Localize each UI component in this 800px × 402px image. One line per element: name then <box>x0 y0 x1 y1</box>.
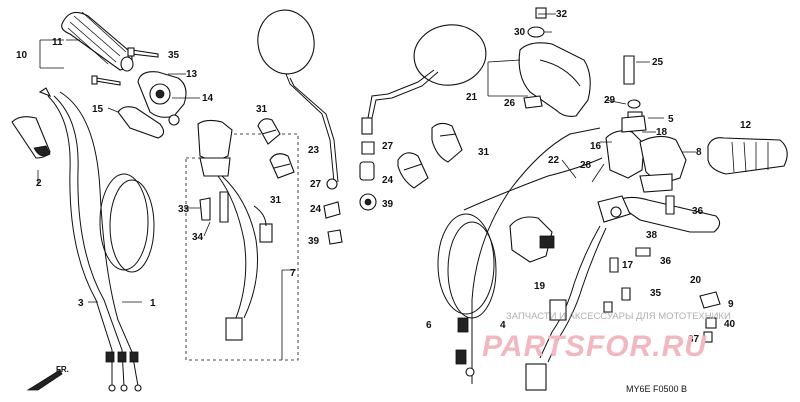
throttle-grip <box>61 11 134 72</box>
callout-33: 33 <box>178 204 190 215</box>
callout-3: 3 <box>78 298 84 309</box>
callout-31a: 31 <box>256 104 268 115</box>
callout-23: 23 <box>308 145 320 156</box>
callout-1: 1 <box>150 298 156 309</box>
left-switch-assembly <box>185 119 299 361</box>
callout-13: 13 <box>186 69 198 80</box>
callout-4: 4 <box>500 320 506 331</box>
callout-36b: 36 <box>660 256 672 267</box>
callout-9: 9 <box>728 299 734 310</box>
callout-16: 16 <box>590 141 602 152</box>
clamps-31-left <box>257 118 295 179</box>
small-fasteners-center <box>323 117 377 245</box>
mirror-left-23 <box>257 9 339 183</box>
callout-30: 30 <box>514 27 526 38</box>
fr-label: FR. <box>56 365 69 374</box>
callout-22: 22 <box>548 155 560 166</box>
callout-21: 21 <box>466 92 478 103</box>
mirror-right-21 <box>367 24 487 119</box>
fasteners-right <box>603 195 721 343</box>
callout-37: 37 <box>688 334 700 345</box>
callout-6: 6 <box>426 320 432 331</box>
drawing-code: MY6E F0500 B <box>626 384 687 394</box>
callout-35: 35 <box>650 288 662 299</box>
callout-20: 20 <box>690 275 702 286</box>
right-switch-8 <box>605 115 687 193</box>
callout-25: 25 <box>652 57 664 68</box>
callout-14: 14 <box>202 93 214 104</box>
callout-5: 5 <box>668 114 674 125</box>
throttle-housing <box>117 71 187 139</box>
callout-18: 18 <box>656 127 668 138</box>
callout-27a: 27 <box>382 141 394 152</box>
callout-17: 17 <box>622 260 634 271</box>
callout-35a: 35 <box>168 50 180 61</box>
callout-10: 10 <box>16 50 28 61</box>
callout-8a: 8 <box>696 147 702 158</box>
callout-36a: 36 <box>692 206 704 217</box>
callout-32: 32 <box>556 9 568 20</box>
watermark-caption: ЗАПЧАСТИ И АКСЕССУАРЫ ДЛЯ МОТОТЕХНИКИ <box>506 311 731 322</box>
callout-31c: 31 <box>478 147 490 158</box>
callout-12: 12 <box>740 120 752 131</box>
callout-29: 29 <box>604 95 616 106</box>
watermark: ЗАПЧАСТИ И АКСЕССУАРЫ ДЛЯ МОТОТЕХНИКИ PA… <box>482 311 731 363</box>
clamps-31-center <box>397 122 463 189</box>
grip-rubber-2 <box>11 116 51 159</box>
callout-7: 7 <box>290 268 296 279</box>
callout-39b: 39 <box>308 236 320 247</box>
callout-38: 38 <box>646 230 658 241</box>
callout-11: 11 <box>52 37 63 48</box>
right-grip-12 <box>707 137 788 175</box>
front-arrow: FR. <box>26 365 69 391</box>
callout-24b: 24 <box>310 204 322 215</box>
callout-24a: 24 <box>382 175 394 186</box>
throttle-cables <box>38 87 155 392</box>
callout-numbers: 32 30 25 21 26 29 5 18 16 28 22 8 12 36 … <box>16 9 752 345</box>
switch-19 <box>509 216 555 263</box>
callout-28: 28 <box>580 160 592 171</box>
callout-39a: 39 <box>382 199 394 210</box>
clutch-cable-4 <box>437 127 603 384</box>
callout-31b: 31 <box>270 195 282 206</box>
callout-26: 26 <box>504 98 516 109</box>
wiring-harness-right <box>525 225 607 391</box>
clutch-lever-20 <box>597 195 721 233</box>
watermark-brand: PARTSFOR.RU <box>482 330 707 363</box>
screw-35a <box>127 47 159 58</box>
callout-40: 40 <box>724 319 736 330</box>
leader-lines <box>37 13 696 360</box>
callout-15: 15 <box>92 104 104 115</box>
mirror-bracket-26 <box>518 42 591 117</box>
callout-19: 19 <box>534 281 546 292</box>
callout-34: 34 <box>192 232 204 243</box>
callout-27b: 27 <box>310 179 322 190</box>
callout-2: 2 <box>36 178 42 189</box>
screw-35b <box>91 75 121 86</box>
